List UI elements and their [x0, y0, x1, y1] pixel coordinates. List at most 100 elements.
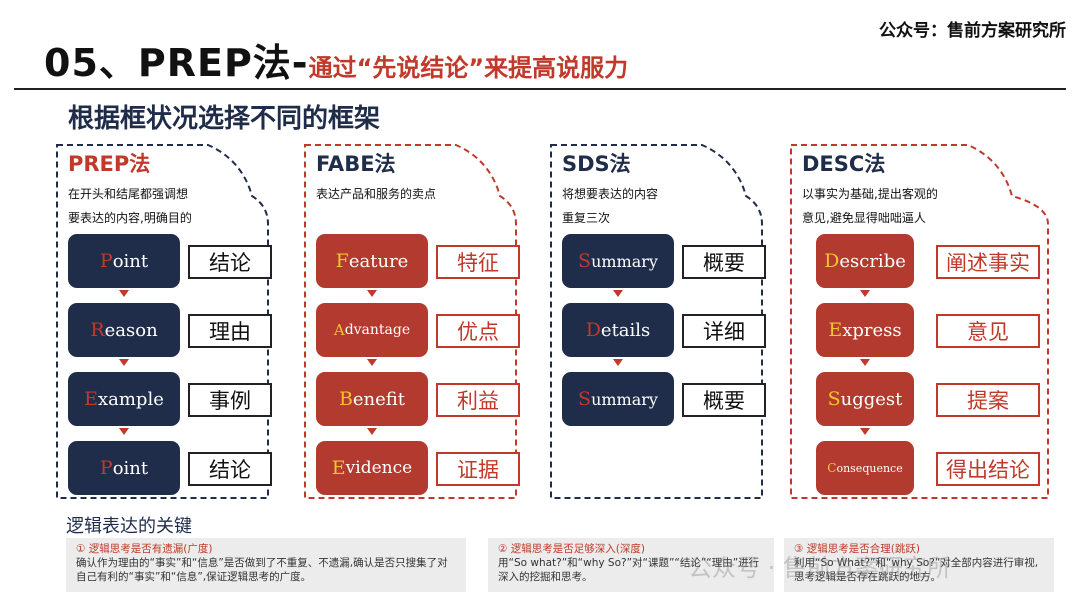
step-rest: oint: [112, 250, 149, 272]
desc-line: 将想要表达的内容: [562, 187, 659, 201]
down-arrow-icon: [613, 290, 623, 297]
panel-frame: [550, 144, 763, 499]
step-rest: dvantage: [344, 322, 411, 338]
step-initial: B: [338, 388, 353, 410]
step-rest: etails: [600, 319, 651, 341]
step-rest: onsequence: [836, 461, 903, 475]
desc-line: 意见,避免显得咄咄逼人: [802, 211, 926, 225]
down-arrow-icon: [613, 359, 623, 366]
down-arrow-icon: [860, 290, 870, 297]
panel-title: FABE法: [316, 152, 396, 176]
panel-desc: 表达产品和服务的卖点: [316, 182, 496, 206]
step-initial: F: [335, 250, 349, 272]
label-conclusion-final: 结论: [188, 452, 272, 486]
step-initial: D: [824, 250, 840, 272]
page-title: 05、PREP法-通过“先说结论”来提高说服力: [44, 32, 628, 87]
step-initial: D: [585, 319, 601, 341]
panel-desc: 将想要表达的内容 重复三次: [562, 182, 742, 230]
step-rest: enefit: [352, 388, 406, 410]
step-rest: eature: [348, 250, 409, 272]
label-consequence: 得出结论: [936, 452, 1040, 486]
label-summary-final: 概要: [682, 383, 766, 417]
down-arrow-icon: [119, 290, 129, 297]
label-advantage: 优点: [436, 314, 520, 348]
label-example: 事例: [188, 383, 272, 417]
desc-line: 要表达的内容,明确目的: [68, 211, 192, 225]
note-jump: ③ 逻辑思考是否合理(跳跃) 利用“So What?”和“why So?”对全部…: [784, 538, 1054, 592]
step-initial: S: [578, 250, 592, 272]
label-evidence: 证据: [436, 452, 520, 486]
label-conclusion: 结论: [188, 245, 272, 279]
desc-line: 表达产品和服务的卖点: [316, 187, 437, 201]
panel-title: SDS法: [562, 152, 631, 176]
title-divider: [14, 88, 1066, 90]
title-main: 05、PREP法-: [44, 41, 309, 85]
down-arrow-icon: [367, 290, 377, 297]
note-title: ② 逻辑思考是否足够深入(深度): [498, 543, 645, 555]
note-text: 确认作为理由的“事实”和“信息”是否做到了不重复、不遗漏,确认是否只搜集了对自己…: [76, 557, 448, 583]
down-arrow-icon: [860, 428, 870, 435]
keys-title: 逻辑表达的关键: [66, 516, 192, 537]
step-rest: escribe: [839, 250, 906, 272]
step-initial: E: [84, 388, 98, 410]
label-suggest: 提案: [936, 383, 1040, 417]
note-breadth: ① 逻辑思考是否有遗漏(广度) 确认作为理由的“事实”和“信息”是否做到了不重复…: [66, 538, 466, 592]
step-initial: P: [99, 250, 113, 272]
step-initial: A: [333, 321, 345, 339]
title-sub: 通过“先说结论”来提高说服力: [308, 54, 629, 82]
label-feature: 特征: [436, 245, 520, 279]
step-initial: E: [331, 457, 346, 479]
step-initial: C: [827, 461, 837, 475]
step-rest: eason: [104, 319, 158, 341]
step-rest: xpress: [842, 319, 902, 341]
panel-title: PREP法: [68, 152, 151, 176]
note-title: ① 逻辑思考是否有遗漏(广度): [76, 543, 213, 555]
down-arrow-icon: [119, 428, 129, 435]
step-rest: vidence: [345, 458, 413, 478]
step-rest: uggest: [840, 388, 903, 410]
watermark: 公众号 · 售前方案研究所: [688, 554, 951, 582]
label-describe: 阐述事实: [936, 245, 1040, 279]
step-initial: E: [828, 319, 843, 341]
label-benefit: 利益: [436, 383, 520, 417]
brand-label: 公众号：售前方案研究所: [879, 21, 1066, 41]
label-details: 详细: [682, 314, 766, 348]
label-summary: 概要: [682, 245, 766, 279]
desc-line: 重复三次: [562, 211, 611, 225]
down-arrow-icon: [367, 428, 377, 435]
label-express: 意见: [936, 314, 1040, 348]
note-text: 利用“So What?”和“why So?”对全部内容进行审视,思考逻辑是否存在…: [794, 557, 1039, 583]
note-text: 用“So what?”和“why So?”对“课题”“结论”“理由”进行深入的挖…: [498, 557, 760, 583]
down-arrow-icon: [119, 359, 129, 366]
panel-title: DESC法: [802, 152, 886, 176]
step-rest: ummary: [591, 251, 658, 271]
note-depth: ② 逻辑思考是否足够深入(深度) 用“So what?”和“why So?”对“…: [488, 538, 774, 592]
step-rest: ummary: [591, 389, 658, 409]
step-rest: oint: [112, 457, 149, 479]
section-subtitle: 根据框状况选择不同的框架: [68, 104, 381, 134]
label-reason: 理由: [188, 314, 272, 348]
panel-frame: [304, 144, 517, 499]
step-initial: P: [99, 457, 113, 479]
note-title: ③ 逻辑思考是否合理(跳跃): [794, 543, 920, 555]
panel-frame: [56, 144, 269, 499]
panel-frame: [790, 144, 1049, 499]
desc-line: 以事实为基础,提出客观的: [802, 187, 938, 201]
